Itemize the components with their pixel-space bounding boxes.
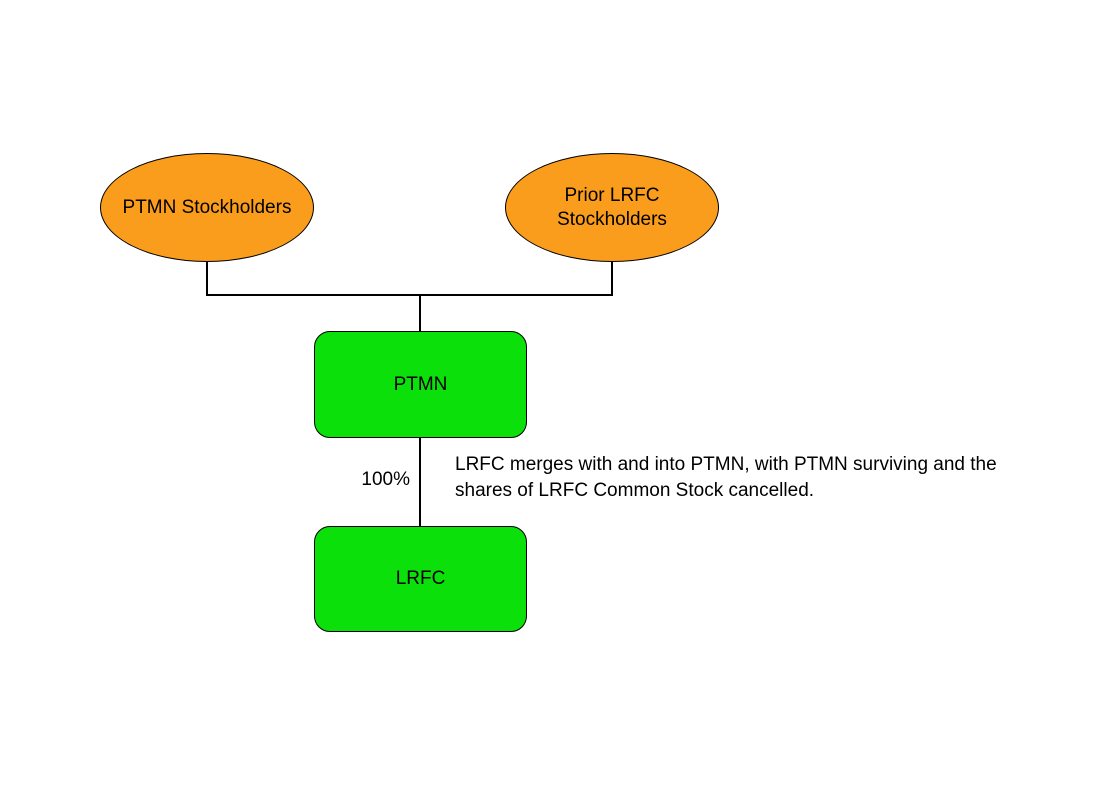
- node-prior-lrfc-stockholders-label: Prior LRFC Stockholders: [557, 184, 667, 230]
- node-lrfc: LRFC: [314, 526, 527, 632]
- stockholders-to-ptmn-connector: [206, 261, 613, 332]
- node-lrfc-label: LRFC: [395, 568, 446, 590]
- merger-annotation-text: LRFC merges with and into PTMN, with PTM…: [455, 454, 997, 501]
- node-ptmn-stockholders-label: PTMN Stockholders: [122, 196, 292, 218]
- edge-ownership-percentage-label: 100%: [361, 469, 410, 490]
- node-ptmn-label: PTMN: [393, 373, 448, 395]
- node-ptmn: PTMN: [314, 331, 527, 438]
- node-prior-lrfc-stockholders: Prior LRFC Stockholders: [505, 153, 719, 262]
- node-ptmn-stockholders: PTMN Stockholders: [100, 153, 314, 262]
